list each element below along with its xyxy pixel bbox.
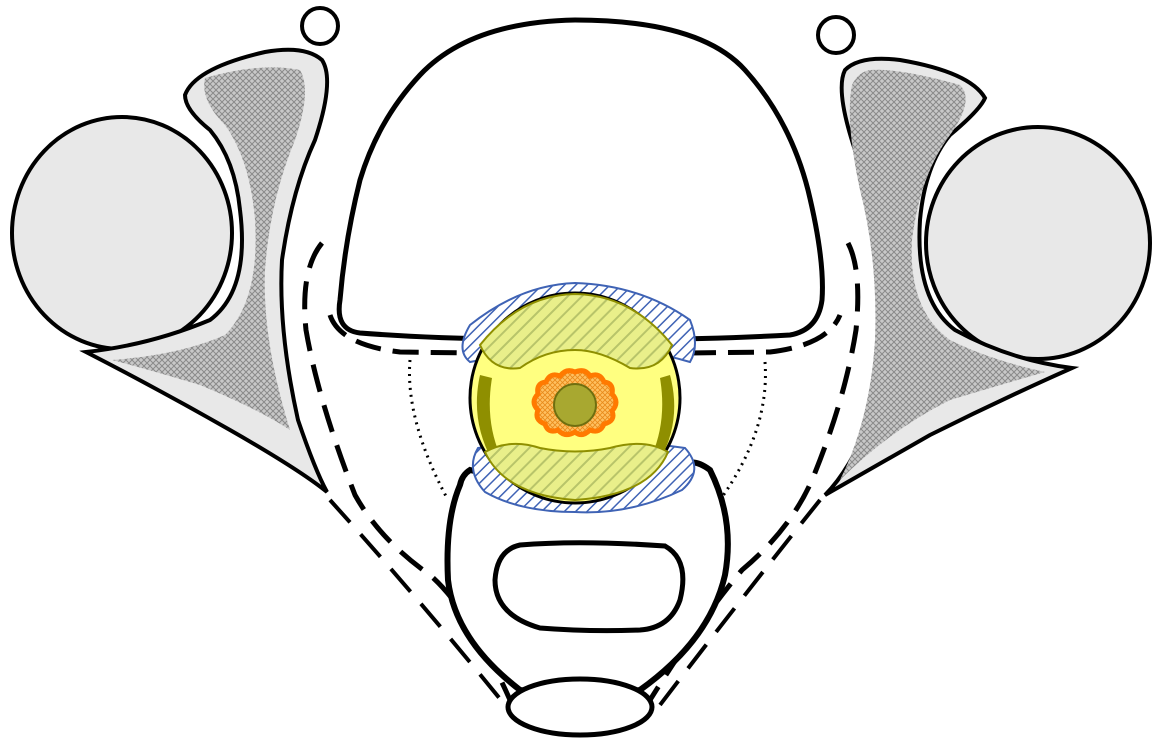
right-small-vessel [818,17,854,53]
right-femoral-head [926,127,1150,359]
left-dotted-line [409,360,448,500]
anal-canal [508,679,652,735]
left-small-vessel [302,8,338,44]
rectum-lumen [495,543,683,631]
left-femoral-head [12,117,232,349]
right-dotted-line [720,362,765,500]
urethra-core [554,384,596,426]
